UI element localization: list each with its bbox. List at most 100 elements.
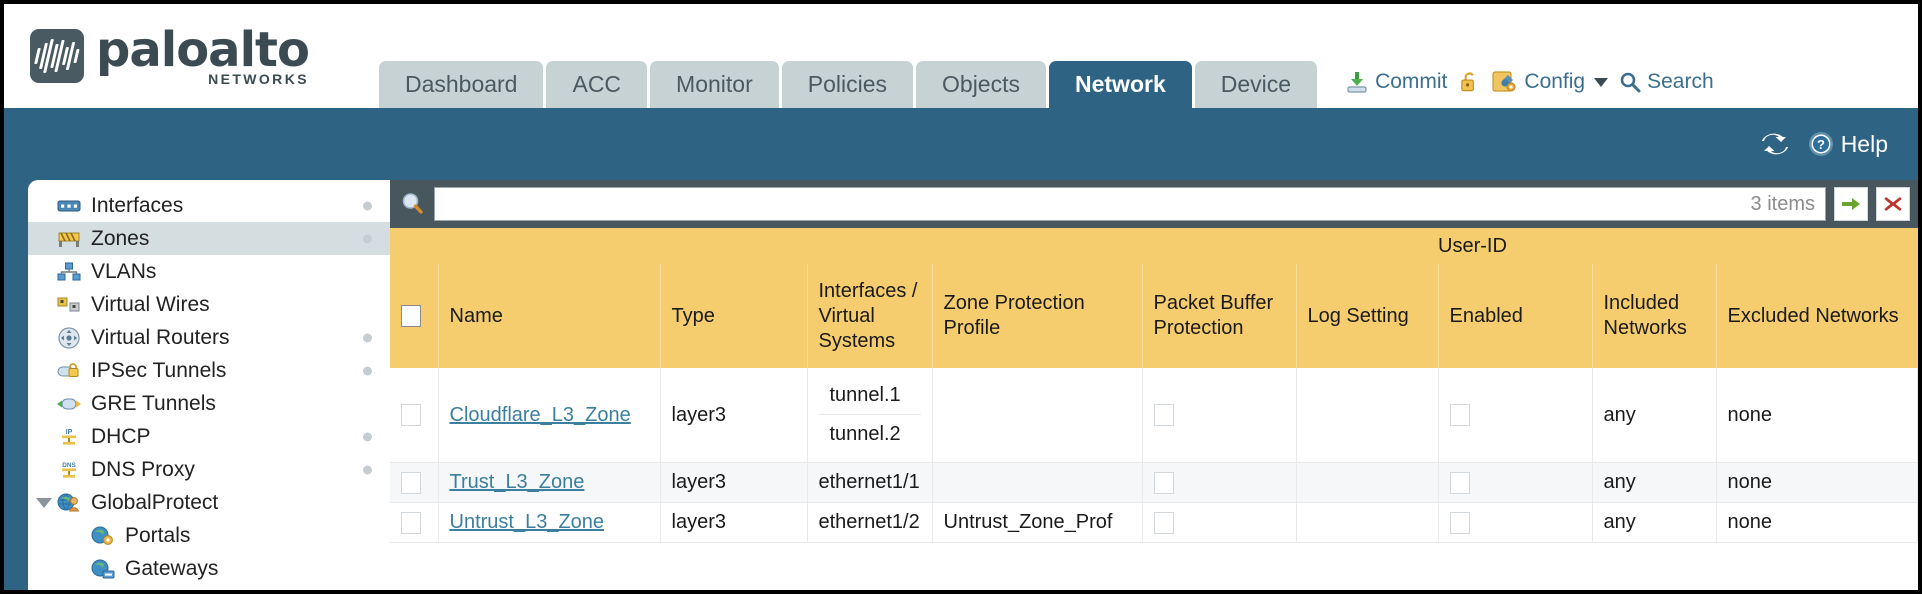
brand-tagline: NETWORKS	[208, 71, 309, 87]
svg-text:DNS: DNS	[62, 462, 76, 469]
virtual-wires-icon	[56, 294, 82, 316]
packet-buffer-protection-checkbox[interactable]	[1153, 511, 1174, 534]
zone-link[interactable]: Trust_L3_Zone	[449, 471, 585, 493]
help-label: Help	[1840, 130, 1888, 157]
interface-item: tunnel.1	[818, 376, 921, 415]
lock-icon[interactable]	[1458, 70, 1481, 94]
userid-enabled-checkbox[interactable]	[1449, 511, 1470, 534]
sidebar-item-label: GlobalProtect	[91, 490, 219, 514]
cell-interfaces: tunnel.1 tunnel.2	[807, 368, 933, 463]
cell-log-setting	[1296, 462, 1439, 503]
config-menu[interactable]: Config	[1492, 70, 1609, 94]
ipsec-tunnels-icon	[56, 360, 82, 382]
sidebar-item-label: Interfaces	[91, 193, 184, 217]
col-header-type[interactable]: Type	[660, 264, 808, 368]
row-checkbox[interactable]	[401, 511, 421, 534]
status-dot	[363, 201, 372, 210]
row-select-cell	[390, 368, 439, 463]
interfaces-icon	[56, 195, 82, 217]
cell-log-setting	[1296, 368, 1439, 463]
col-header-interfaces[interactable]: Interfaces / Virtual Systems	[807, 264, 933, 368]
sidebar-item-virtual-routers[interactable]: Virtual Routers	[28, 321, 390, 354]
main-tabs: Dashboard ACC Monitor Policies Objects N…	[378, 60, 1318, 108]
table-row[interactable]: Trust_L3_Zone layer3 ethernet1/1	[390, 462, 1918, 503]
search-input[interactable]: 3 items	[434, 187, 1826, 221]
help-button[interactable]: ? Help	[1808, 131, 1888, 158]
body-area: Interfaces Zones VLANs Vir	[4, 180, 1918, 590]
group-header-spacer	[390, 228, 1438, 264]
col-header-excluded-networks[interactable]: Excluded Networks	[1716, 264, 1918, 368]
zone-link[interactable]: Untrust_L3_Zone	[449, 511, 605, 533]
dns-proxy-icon: DNS	[56, 459, 82, 481]
sidebar-item-label: Gateways	[125, 556, 219, 580]
row-select-cell	[390, 462, 439, 503]
sidebar-item-ipsec-tunnels[interactable]: IPSec Tunnels	[28, 354, 390, 387]
tab-device[interactable]: Device	[1194, 60, 1318, 108]
row-checkbox[interactable]	[401, 471, 421, 494]
row-select-cell	[390, 502, 439, 543]
sidebar-item-zones[interactable]: Zones	[28, 222, 390, 255]
expander-triangle-icon[interactable]	[36, 497, 52, 508]
sidebar-item-portals[interactable]: Portals	[28, 519, 390, 552]
search-filter-icon[interactable]	[400, 191, 426, 217]
brand-logo: paloalto NETWORKS	[4, 22, 310, 108]
search-button[interactable]: Search	[1619, 70, 1714, 94]
sidebar-item-label: Portals	[125, 523, 191, 547]
clear-filter-button[interactable]	[1876, 187, 1910, 221]
select-all-checkbox[interactable]	[401, 305, 421, 328]
sidebar: Interfaces Zones VLANs Vir	[28, 180, 390, 590]
arrow-right-icon	[1842, 198, 1860, 210]
cell-zone-protection-profile	[932, 368, 1143, 463]
tab-objects[interactable]: Objects	[916, 60, 1046, 108]
sidebar-item-dns-proxy[interactable]: DNS DNS Proxy	[28, 453, 390, 486]
sidebar-item-vlans[interactable]: VLANs	[28, 255, 390, 288]
row-checkbox[interactable]	[401, 404, 421, 427]
col-header-userid-enabled[interactable]: Enabled	[1438, 264, 1593, 368]
userid-enabled-checkbox[interactable]	[1449, 404, 1470, 427]
commit-button[interactable]: Commit	[1345, 70, 1447, 94]
select-all-header	[390, 264, 439, 368]
sidebar-item-globalprotect[interactable]: GlobalProtect	[28, 486, 390, 519]
tab-acc[interactable]: ACC	[546, 60, 648, 108]
tab-network[interactable]: Network	[1049, 60, 1192, 108]
sidebar-item-interfaces[interactable]: Interfaces	[28, 189, 390, 222]
main-panel: 3 items	[390, 180, 1918, 590]
top-bar: paloalto NETWORKS Dashboard ACC Monitor …	[4, 4, 1918, 108]
cell-type: layer3	[660, 462, 808, 503]
zone-link[interactable]: Cloudflare_L3_Zone	[449, 403, 631, 426]
col-header-name[interactable]: Name	[438, 264, 661, 368]
sidebar-item-gateways[interactable]: Gateways	[28, 552, 390, 585]
sidebar-item-virtual-wires[interactable]: Virtual Wires	[28, 288, 390, 321]
commit-label: Commit	[1375, 70, 1448, 93]
tab-policies[interactable]: Policies	[781, 60, 914, 108]
search-toolbar: 3 items	[390, 180, 1918, 228]
refresh-icon[interactable]	[1760, 131, 1790, 157]
col-header-packet-buffer-protection[interactable]: Packet Buffer Protection	[1142, 264, 1297, 368]
userid-enabled-checkbox[interactable]	[1449, 471, 1470, 494]
table-row[interactable]: Cloudflare_L3_Zone layer3 tunnel.1 tunne…	[390, 368, 1918, 463]
status-dot	[363, 366, 372, 375]
sidebar-item-label: Zones	[91, 226, 150, 250]
item-count-label: 3 items	[1750, 192, 1815, 215]
brand-name: paloalto	[96, 22, 310, 78]
status-dot	[363, 432, 372, 441]
cell-type: layer3	[660, 368, 808, 463]
group-header-userid: User-ID	[1438, 228, 1918, 264]
tab-monitor[interactable]: Monitor	[650, 60, 779, 108]
table-body: Cloudflare_L3_Zone layer3 tunnel.1 tunne…	[390, 368, 1918, 543]
packet-buffer-protection-checkbox[interactable]	[1153, 404, 1174, 427]
gre-tunnels-icon	[56, 393, 82, 415]
col-header-zone-protection-profile[interactable]: Zone Protection Profile	[932, 264, 1143, 368]
tab-dashboard[interactable]: Dashboard	[378, 60, 544, 108]
packet-buffer-protection-checkbox[interactable]	[1153, 471, 1174, 494]
col-header-included-networks[interactable]: Included Networks	[1592, 264, 1717, 368]
sidebar-item-dhcp[interactable]: IP DHCP	[28, 420, 390, 453]
svg-text:IP: IP	[66, 429, 73, 436]
cell-excluded-networks: none	[1716, 502, 1918, 543]
table-row[interactable]: Untrust_L3_Zone layer3 ethernet1/2 Untru…	[390, 502, 1918, 543]
sidebar-item-gre-tunnels[interactable]: GRE Tunnels	[28, 387, 390, 420]
col-header-log-setting[interactable]: Log Setting	[1296, 264, 1439, 368]
help-icon: ?	[1808, 132, 1833, 156]
apply-filter-button[interactable]	[1834, 187, 1868, 221]
